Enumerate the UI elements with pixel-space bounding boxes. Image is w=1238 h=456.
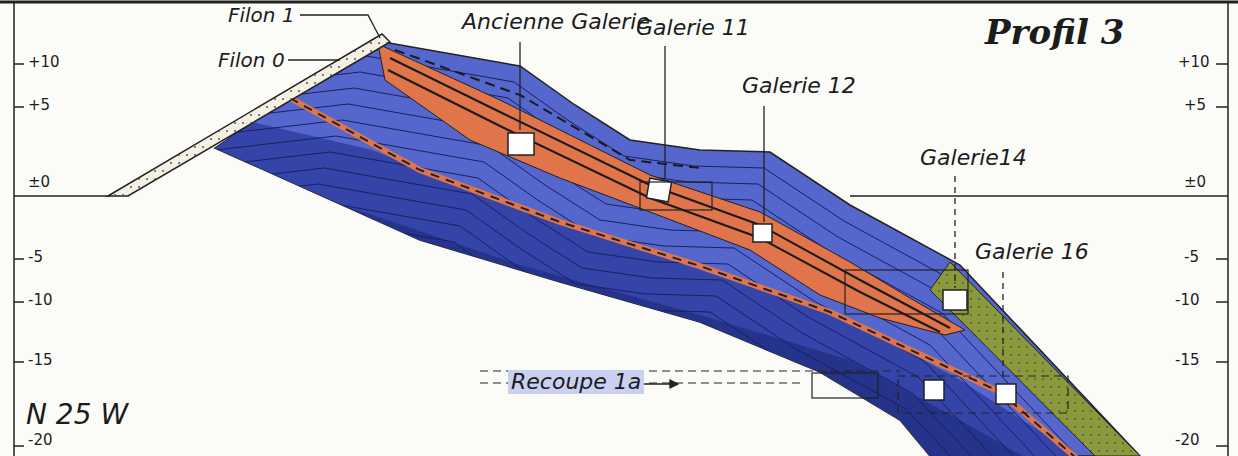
elevation-label: +10 [1178, 54, 1210, 71]
elevation-label: -5 [1184, 249, 1199, 266]
feature-label: Galerie14 [920, 146, 1027, 170]
orientation-label: N 25 W [26, 400, 128, 431]
feature-label: Filon 1 [228, 4, 295, 26]
elevation-label: -20 [28, 432, 53, 449]
elevation-label: ±0 [28, 174, 50, 191]
elevation-label: -15 [1175, 352, 1200, 369]
elevation-label: +10 [28, 54, 60, 71]
elevation-label: -20 [1175, 432, 1200, 449]
elevation-label: +5 [1184, 97, 1206, 114]
feature-label: Galerie 11 [636, 16, 750, 40]
elevation-label: -10 [28, 292, 53, 309]
profile-title: Profil 3 [985, 14, 1124, 51]
elevation-label: -10 [1175, 292, 1200, 309]
feature-label: Galerie 16 [975, 240, 1089, 264]
feature-label: Filon 0 [218, 49, 285, 71]
elevation-label: ±0 [1184, 174, 1206, 191]
feature-label: Galerie 12 [742, 74, 856, 98]
elevation-label: -15 [28, 352, 53, 369]
elevation-label: -5 [28, 249, 43, 266]
feature-label: Recoupe 1a [508, 370, 644, 394]
feature-label: Ancienne Galerie [462, 10, 650, 34]
elevation-label: +5 [28, 97, 50, 114]
